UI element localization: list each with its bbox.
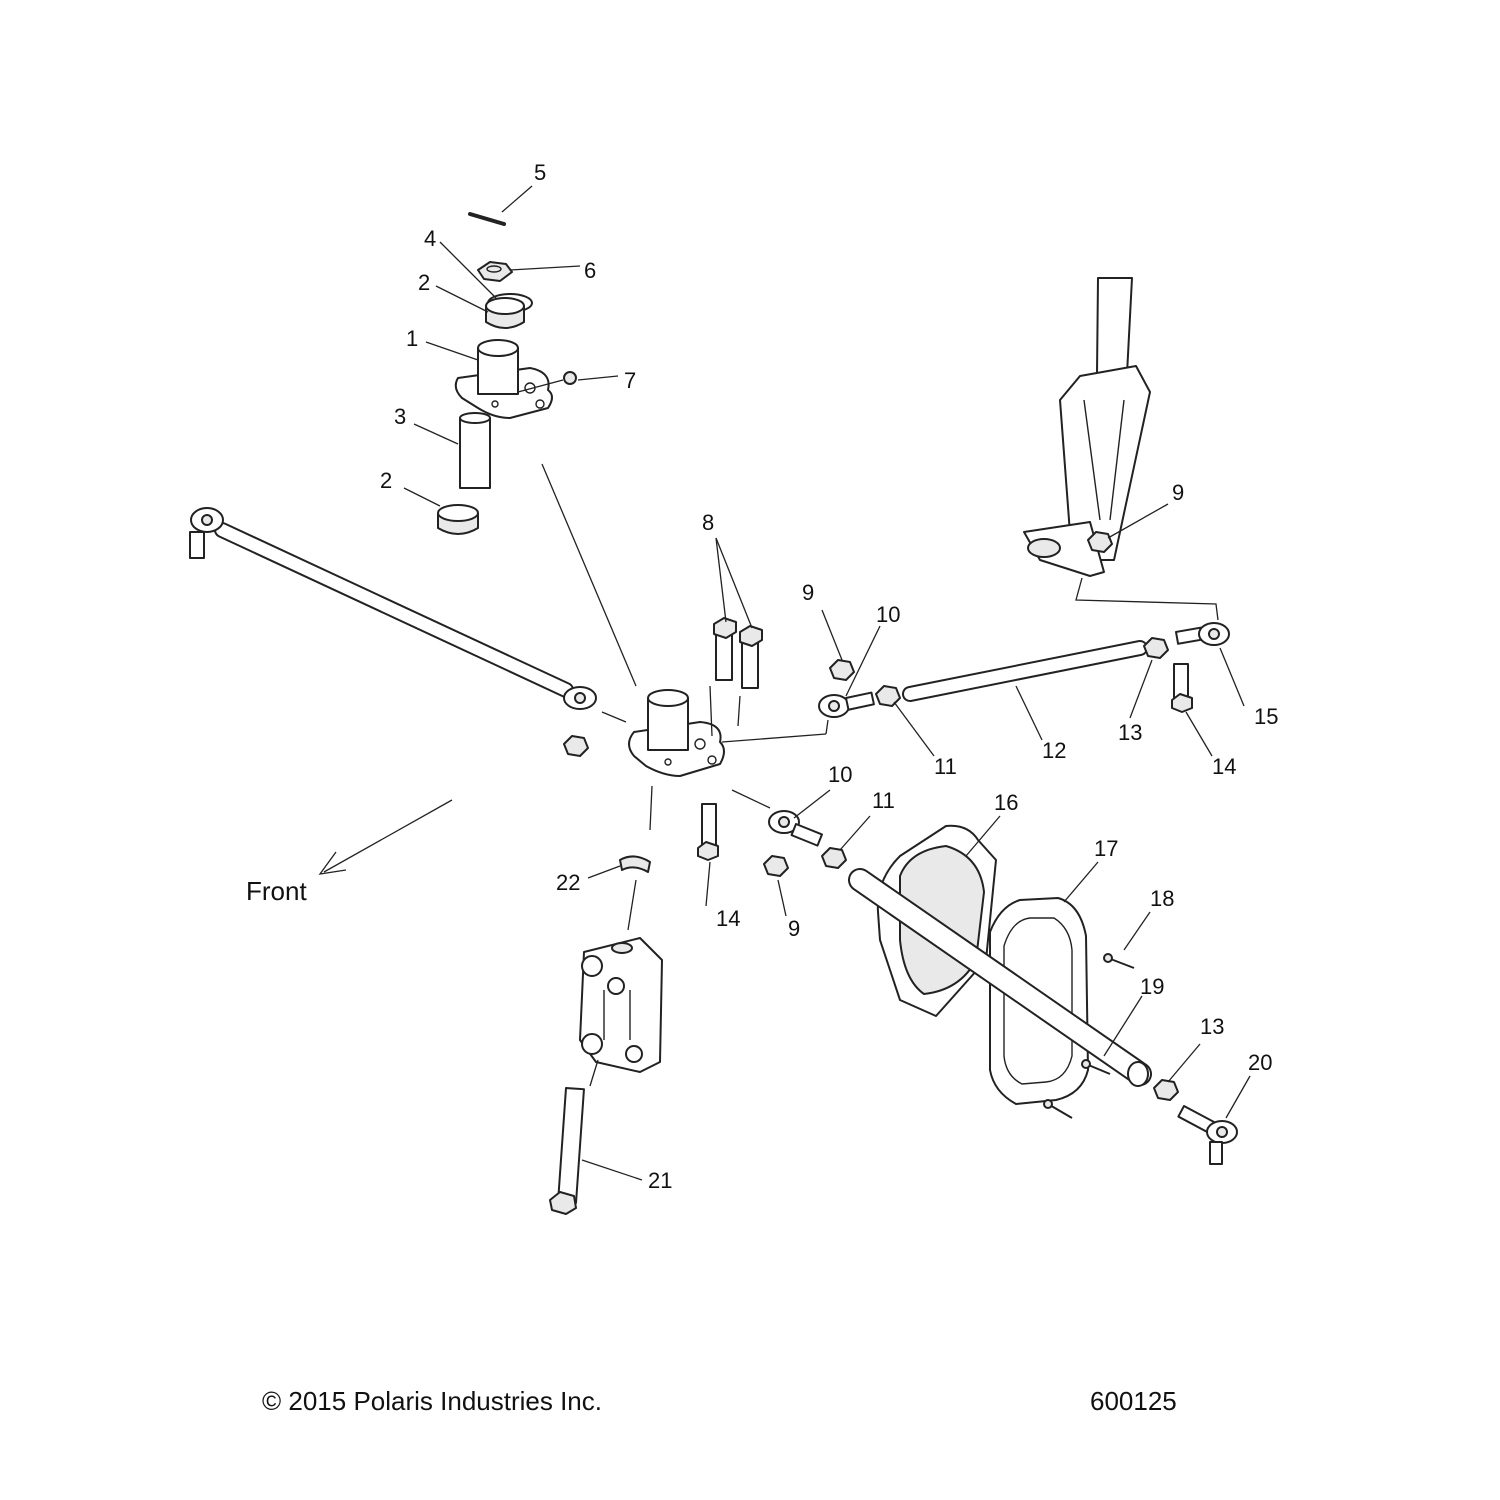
copyright-text: © 2015 Polaris Industries Inc. xyxy=(262,1386,602,1416)
pivot-arm-lower xyxy=(628,689,725,777)
nut-9-top xyxy=(829,659,855,681)
pivot-bracket xyxy=(579,937,663,1073)
rod-end-10-lower xyxy=(768,810,823,847)
callout-9-column: 9 xyxy=(1172,480,1184,505)
jam-nut-11-upper xyxy=(875,685,901,707)
bolt-14-center xyxy=(697,803,719,861)
callout-22: 22 xyxy=(556,870,580,895)
nut-9-lower xyxy=(763,855,789,877)
jam-nut-13-upper xyxy=(1143,637,1169,659)
callout-13-lower: 13 xyxy=(1200,1014,1224,1039)
clip-22 xyxy=(619,855,651,873)
callout-13-upper: 13 xyxy=(1118,720,1142,745)
pivot-arm-upper xyxy=(454,339,553,419)
callout-2-upper: 2 xyxy=(418,270,430,295)
long-bolt-21 xyxy=(549,1086,585,1215)
bushing-upper xyxy=(485,297,525,329)
callout-4: 4 xyxy=(424,226,436,251)
callout-14-right: 14 xyxy=(1212,754,1236,779)
callout-8: 8 xyxy=(702,510,714,535)
jam-nut-11-lower xyxy=(821,847,847,869)
callout-2-lower: 2 xyxy=(380,468,392,493)
cotter-pin xyxy=(468,212,506,226)
callout-14-center: 14 xyxy=(716,906,740,931)
tie-rod-short xyxy=(902,640,1148,702)
front-label: Front xyxy=(246,876,307,906)
callout-19: 19 xyxy=(1140,974,1164,999)
front-arrow xyxy=(318,799,453,875)
rod-end-10-upper xyxy=(818,691,875,718)
steering-column xyxy=(1023,277,1151,577)
rod-end-15 xyxy=(1174,622,1230,646)
alignment-lines xyxy=(541,463,1219,1087)
callout-16: 16 xyxy=(994,790,1018,815)
bushing-lower xyxy=(437,504,479,535)
callout-6: 6 xyxy=(584,258,596,283)
callout-11-upper: 11 xyxy=(934,754,957,779)
callout-12: 12 xyxy=(1042,738,1066,763)
callout-11-lower: 11 xyxy=(872,788,895,813)
callout-10-lower: 10 xyxy=(828,762,852,787)
callout-17: 17 xyxy=(1094,836,1118,861)
callout-numbers: 1 2 2 3 4 5 6 7 8 9 9 9 10 10 11 11 12 1… xyxy=(380,160,1278,1193)
callout-1: 1 xyxy=(406,326,418,351)
callout-7: 7 xyxy=(624,368,636,393)
grease-fitting xyxy=(517,371,577,393)
callout-15: 15 xyxy=(1254,704,1278,729)
bolt-pair xyxy=(713,617,763,689)
nut-left xyxy=(563,735,589,757)
jam-nut-13-lower xyxy=(1153,1079,1179,1101)
rod-end-20 xyxy=(1177,1105,1238,1165)
callout-9-lower: 9 xyxy=(788,916,800,941)
callout-3: 3 xyxy=(394,404,406,429)
steering-shaft xyxy=(848,868,1152,1087)
tie-rod-long xyxy=(189,507,597,710)
spacer-tube xyxy=(459,412,491,489)
callout-10-upper: 10 xyxy=(876,602,900,627)
bolt-14-right xyxy=(1171,663,1193,713)
drawing-number: 600125 xyxy=(1090,1386,1177,1416)
callout-18: 18 xyxy=(1150,886,1174,911)
callout-21: 21 xyxy=(648,1168,672,1193)
rivets xyxy=(1043,953,1135,1119)
callout-9-top: 9 xyxy=(802,580,814,605)
nut-9-column xyxy=(1087,531,1113,553)
callout-5: 5 xyxy=(534,160,546,185)
callout-leaders xyxy=(403,185,1251,1181)
lock-nut-top xyxy=(477,261,513,282)
callout-20: 20 xyxy=(1248,1050,1272,1075)
